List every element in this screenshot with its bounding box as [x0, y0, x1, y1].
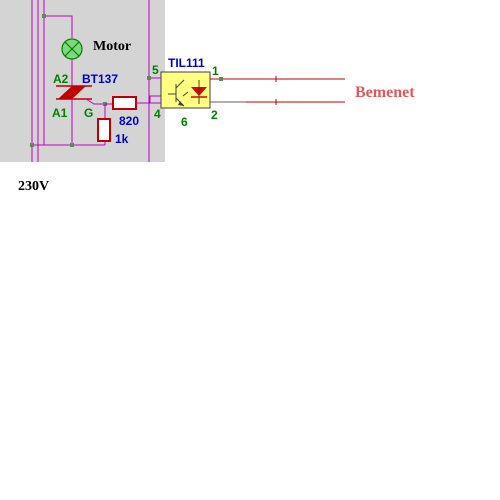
- wire-gate: [85, 98, 105, 105]
- wire-top-motor: [43, 0, 73, 38]
- opto-pin6-label: 6: [181, 115, 188, 129]
- resistor-1k-icon: [97, 118, 111, 142]
- resistor-820-icon: [112, 96, 137, 110]
- optocoupler-icon: [160, 71, 211, 109]
- triac-part-label: BT137: [82, 72, 118, 86]
- wire-r1-opto: [136, 95, 161, 104]
- triac-icon: [56, 85, 92, 100]
- bus-node-mid: [70, 143, 74, 147]
- pin5-node: [147, 76, 151, 80]
- opto-part-label: TIL111: [168, 56, 205, 70]
- junction-node: [42, 14, 46, 18]
- output-label: Bemenet: [355, 84, 415, 101]
- schematic-panel: [0, 0, 165, 162]
- motor-lamp-icon: [61, 38, 83, 60]
- opto-pin4-label: 4: [154, 107, 161, 121]
- opto-pin2-label: 2: [211, 108, 218, 122]
- opto-pin1-label: 1: [212, 64, 219, 78]
- triac-gate-label: G: [84, 106, 93, 120]
- pin1-node: [219, 77, 223, 81]
- r2-value-label: 1k: [115, 132, 129, 146]
- bus-node-left: [30, 143, 34, 147]
- supply-voltage-label: 230V: [18, 179, 49, 194]
- motor-label: Motor: [93, 39, 131, 54]
- triac-a1-label: A1: [52, 106, 68, 120]
- opto-pin5-label: 5: [152, 63, 159, 77]
- triac-a2-label: A2: [53, 72, 69, 86]
- r1-value-label: 820: [119, 114, 139, 128]
